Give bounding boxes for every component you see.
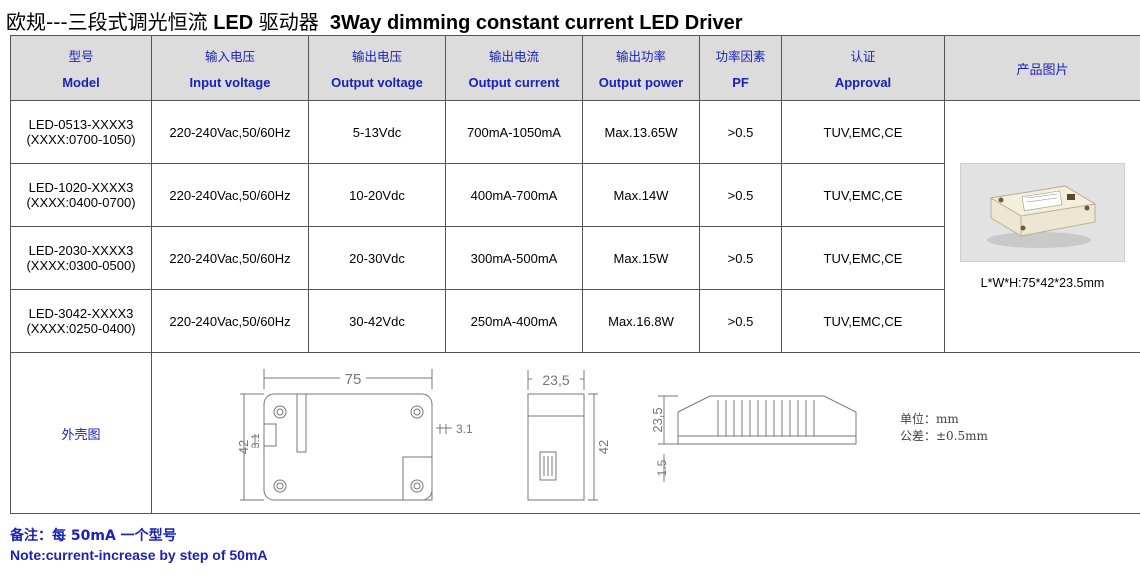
dim-base: 1.5 <box>655 459 669 476</box>
cell-output-current: 700mA-1050mA <box>445 100 583 164</box>
cell-power: Max.16.8W <box>582 289 700 353</box>
note-cn: 备注：每 50mA 一个型号 <box>10 528 177 544</box>
cell-input: 220-240Vac,50/60Hz <box>151 100 309 164</box>
title-cn-driver: 驱动器 <box>258 10 319 34</box>
outline-row: 外壳图 75 <box>10 352 1140 514</box>
front-view: 23,5 1.5 <box>650 395 857 482</box>
cell-approval: TUV,EMC,CE <box>781 289 945 353</box>
cell-approval: TUV,EMC,CE <box>781 163 945 227</box>
cell-approval: TUV,EMC,CE <box>781 226 945 290</box>
dim-hole-offset: 3.1 <box>250 433 262 448</box>
cell-pf: >0.5 <box>699 226 782 290</box>
side-view: 23,5 42 <box>527 370 611 501</box>
dim-width-side: 42 <box>596 440 611 454</box>
cell-output-voltage: 5-13Vdc <box>308 100 446 164</box>
cell-power: Max.13.65W <box>582 100 700 164</box>
title-cn: 欧规---三段式调光恒流 <box>6 10 208 34</box>
cell-model: LED-2030-XXXX3(XXXX:0300-0500) <box>10 226 152 290</box>
cell-model: LED-1020-XXXX3(XXXX:0400-0700) <box>10 163 152 227</box>
cell-power: Max.15W <box>582 226 700 290</box>
dim-length: 75 <box>345 371 362 388</box>
cell-output-current: 400mA-700mA <box>445 163 583 227</box>
table-row: LED-0513-XXXX3(XXXX:0700-1050) 220-240Va… <box>10 100 1140 353</box>
cell-input: 220-240Vac,50/60Hz <box>151 289 309 353</box>
product-dimensions: L*W*H:75*42*23.5mm <box>980 276 1105 290</box>
note-en: Note:current-increase by step of 50mA <box>10 547 268 563</box>
title-en: 3Way dimming constant current LED Driver <box>318 12 743 34</box>
table-row: LED-3042-XXXX3(XXXX:0250-0400) 220-240Va… <box>10 289 1140 353</box>
title-led: LED <box>207 12 259 34</box>
cell-pf: >0.5 <box>699 289 782 353</box>
cell-power: Max.14W <box>582 163 700 227</box>
outline-drawing: 75 42 3.1 <box>236 369 989 501</box>
cell-output-voltage: 20-30Vdc <box>308 226 446 290</box>
notes: 备注：每 50mA 一个型号 Note:current-increase by … <box>10 527 268 565</box>
cell-model: LED-0513-XXXX3(XXXX:0700-1050) <box>10 100 152 164</box>
outline-label: 外壳图 <box>10 352 152 514</box>
cell-pf: >0.5 <box>699 100 782 164</box>
cell-model: LED-3042-XXXX3(XXXX:0250-0400) <box>10 289 152 353</box>
dim-height: 23,5 <box>650 407 665 432</box>
table-row: LED-1020-XXXX3(XXXX:0400-0700) 220-240Va… <box>10 163 1140 227</box>
cell-approval: TUV,EMC,CE <box>781 100 945 164</box>
driver-photo-illustration <box>961 164 1124 261</box>
page-title: 欧规---三段式调光恒流 LED 驱动器 3Way dimming consta… <box>6 6 743 35</box>
tolerance-label: 公差：±0.5mm <box>900 429 989 443</box>
dim-width: 42 <box>236 440 251 454</box>
top-view: 75 42 3.1 <box>236 369 473 501</box>
cell-output-current: 300mA-500mA <box>445 226 583 290</box>
product-photo <box>960 163 1125 262</box>
cell-output-voltage: 30-42Vdc <box>308 289 446 353</box>
cell-input: 220-240Vac,50/60Hz <box>151 163 309 227</box>
outline-drawing-cell: 75 42 3.1 <box>151 352 1140 514</box>
dim-depth: 23,5 <box>542 372 569 388</box>
cell-input: 220-240Vac,50/60Hz <box>151 226 309 290</box>
header-product-photo: 产品图片 <box>944 35 1140 101</box>
product-photo-cell: L*W*H:75*42*23.5mm <box>944 100 1140 353</box>
cell-output-current: 250mA-400mA <box>445 289 583 353</box>
unit-label: 单位：mm <box>900 411 959 426</box>
cell-pf: >0.5 <box>699 163 782 227</box>
cell-output-voltage: 10-20Vdc <box>308 163 446 227</box>
dim-hole-dia: 3.1 <box>456 422 473 436</box>
